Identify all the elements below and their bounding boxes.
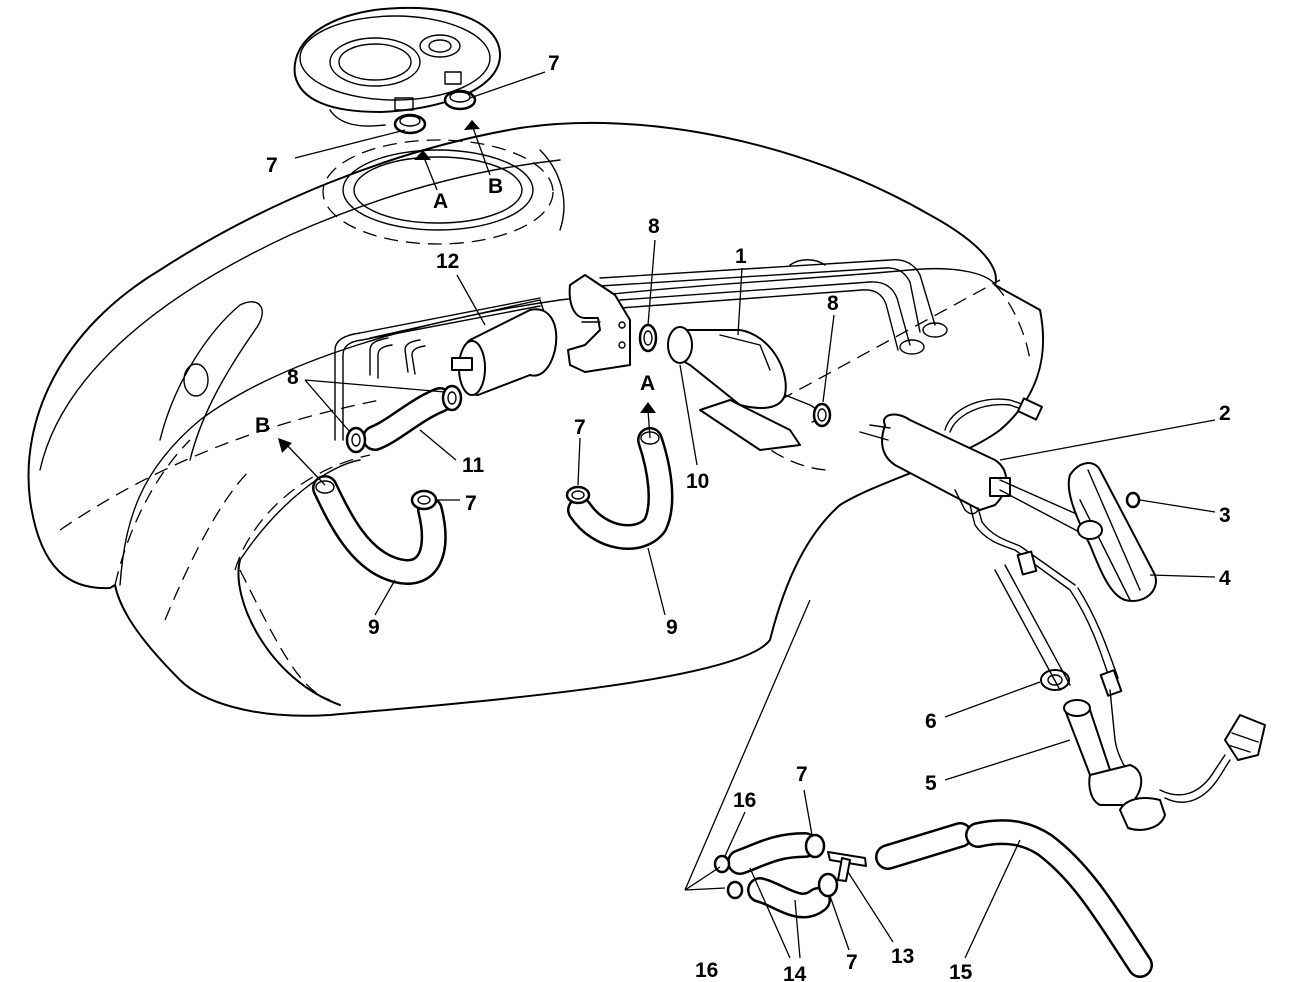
hose-clamp-left-c [410, 489, 438, 511]
electrical-connector [1224, 714, 1266, 761]
fuel-tank [27, 121, 1044, 717]
callout-3: 3 [1219, 504, 1231, 527]
hose-clamp-breather-a [804, 833, 826, 859]
callout-4: 4 [1219, 567, 1231, 590]
callout-9-right: 9 [666, 616, 678, 639]
overflow-hose [875, 819, 1153, 978]
filler-cap [293, 6, 501, 127]
connector-b-cap: B [488, 175, 503, 198]
hose-clamp-pump-inlet [638, 323, 658, 353]
connector-b-hose: B [255, 414, 270, 437]
callout-labels: 1 2 3 4 5 6 7 7 7 7 7 7 8 8 8 9 9 10 11 … [255, 52, 1231, 982]
fuel-level-sender [994, 564, 1166, 831]
fuel-hose-left [312, 475, 447, 585]
fuel-strainer [1067, 462, 1157, 602]
hose-clamp-cap-a [393, 113, 427, 135]
callout-11: 11 [462, 454, 485, 477]
callout-7-breather-bottom: 7 [846, 951, 858, 974]
callout-15: 15 [949, 961, 973, 982]
connector-a-cap: A [433, 190, 448, 213]
callout-7-cap-right: 7 [548, 52, 560, 75]
callout-7-breather-top: 7 [796, 763, 808, 786]
callout-2: 2 [1219, 402, 1231, 425]
hose-clamp-cap-b [443, 89, 477, 111]
callout-9-left: 9 [368, 616, 380, 639]
pump-bracket [567, 274, 631, 373]
fuel-pump [667, 326, 819, 451]
callout-16-top: 16 [733, 789, 756, 812]
callout-8-pump-inlet: 8 [648, 215, 660, 238]
hose-clamp-right-a [565, 485, 591, 505]
callout-10: 10 [686, 470, 709, 493]
pump-wiring [944, 397, 1231, 803]
filler-opening [322, 139, 554, 245]
callout-8-pump-outlet: 8 [827, 292, 839, 315]
fuel-pump-secondary [859, 413, 1091, 536]
callout-13: 13 [891, 945, 914, 968]
leader-lines [278, 71, 1216, 959]
callout-14: 14 [783, 963, 807, 982]
fuel-filter [451, 308, 558, 396]
hose-clamp-left-a [345, 426, 367, 454]
callout-1: 1 [735, 245, 747, 268]
callout-16-bottom: 16 [695, 959, 718, 982]
connector-a-hose: A [640, 372, 655, 395]
callout-8-lines: 8 [287, 366, 299, 389]
breather-hose-upper [727, 832, 818, 875]
callout-7-hose-right: 7 [574, 416, 586, 439]
hose-clamp-breather-b [817, 872, 839, 898]
breather-tee-fitting [827, 851, 867, 882]
callout-7-cap-left: 7 [266, 154, 278, 177]
fuel-hose-short [362, 387, 453, 451]
spring-clip-b [726, 880, 744, 900]
strainer-nut [1125, 491, 1141, 509]
callout-7-hose-left: 7 [465, 492, 477, 515]
callout-6: 6 [925, 710, 937, 733]
breather-hose-lower [747, 877, 831, 919]
hose-clamp-left-b [441, 384, 463, 412]
hose-clamp-pump-outlet [812, 402, 832, 428]
callout-5: 5 [925, 772, 937, 795]
callout-12: 12 [436, 250, 459, 273]
fuel-hose-right [567, 427, 674, 550]
